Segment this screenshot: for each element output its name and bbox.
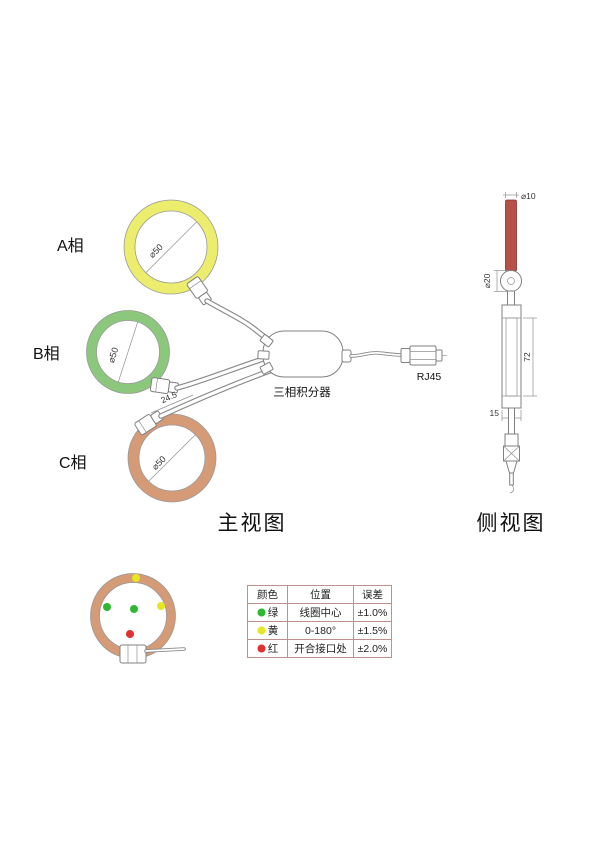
inlet-ferrule-c xyxy=(259,361,274,375)
phase-a-outer-edge xyxy=(123,199,219,295)
phase-b-clamp xyxy=(149,377,179,395)
color-cell-red: 红 xyxy=(247,639,288,658)
rod-diameter-label: ⌀10 xyxy=(521,191,536,201)
col-header-tolerance: 误差 xyxy=(353,585,392,604)
phase-b-cable xyxy=(174,353,275,391)
rj45-label: RJ45 xyxy=(417,371,442,383)
yellow-dot-icon xyxy=(257,626,266,635)
side-taper xyxy=(505,460,518,474)
inlet-ferrule-b xyxy=(257,350,270,360)
rj45-boot xyxy=(400,348,411,363)
cable-core xyxy=(350,351,403,357)
side-body-inner xyxy=(505,317,518,397)
side-coil-section xyxy=(500,270,522,292)
phase-a-inner-edge xyxy=(134,210,208,284)
cal-cable-core xyxy=(145,648,185,652)
rj45-housing xyxy=(409,345,437,366)
cal-dot-yellow-top xyxy=(132,574,140,582)
clamp-body xyxy=(119,644,147,664)
clamp-body xyxy=(149,377,171,395)
side-lower-block xyxy=(504,433,519,447)
front-view-title: 主视图 xyxy=(217,512,287,535)
tolerance-cell: ±1.5% xyxy=(353,621,392,640)
tolerance-cell: ±1.0% xyxy=(353,603,392,622)
inlet-ferrule-a xyxy=(259,334,274,348)
side-tail-hook xyxy=(509,484,514,494)
phase-b-diameter-label: ⌀50 xyxy=(106,346,120,364)
phase-b-inner-edge xyxy=(96,320,160,384)
phase-a-diameter-label: ⌀50 xyxy=(147,242,165,260)
phase-c-inner-edge xyxy=(138,424,206,492)
color-name: 绿 xyxy=(267,607,279,619)
position-cell: 0-180° xyxy=(287,621,354,640)
phase-b-torus xyxy=(86,310,170,394)
phase-a-torus xyxy=(124,200,218,294)
cal-torus xyxy=(90,573,176,659)
phase-a-diameter-line xyxy=(145,221,197,273)
color-name: 红 xyxy=(267,643,279,655)
phase-c-label: C相 xyxy=(59,455,87,472)
color-name: 黄 xyxy=(267,625,279,637)
color-cell-yellow: 黄 xyxy=(247,621,288,640)
phase-b-outer-edge xyxy=(86,310,170,394)
phase-b-diameter-line xyxy=(117,321,139,383)
clamp-seam xyxy=(138,420,147,433)
phase-a-cable xyxy=(204,298,275,345)
cal-dot-green-center xyxy=(130,605,138,613)
position-cell: 线圈中心 xyxy=(287,603,354,622)
phase-c-diameter-label: ⌀50 xyxy=(150,454,168,472)
table-row-yellow: 黄 0-180° ±1.5% xyxy=(247,621,392,640)
col-header-position: 位置 xyxy=(287,585,354,604)
color-cell-green: 绿 xyxy=(247,603,288,622)
side-view: ⌀10 ⌀20 72 15 xyxy=(482,191,537,494)
connector-cross-line xyxy=(503,445,520,462)
cable-core xyxy=(175,354,274,390)
side-view-title: 侧视图 xyxy=(476,512,546,535)
phase-a-label: A相 xyxy=(57,238,84,255)
phase-b-label: B相 xyxy=(33,346,60,363)
phase-a-ring: ⌀50 xyxy=(123,199,219,295)
output-cable xyxy=(349,351,404,358)
phase-c-torus xyxy=(128,414,216,502)
position-cell: 开合接口处 xyxy=(287,639,354,658)
table-header-row: 颜色 位置 误差 xyxy=(247,585,392,604)
body-width-label: 15 xyxy=(490,408,500,418)
rj45-connector: RJ45 xyxy=(400,345,447,383)
side-coil-core xyxy=(507,277,515,285)
red-dot-icon xyxy=(257,644,266,653)
clamp-dim-line xyxy=(150,394,194,414)
body-length-label: 72 xyxy=(522,352,532,362)
table-row-green: 绿 线圈中心 ±1.0% xyxy=(247,603,392,622)
integrator-label: 三相积分器 xyxy=(273,386,331,399)
cable-core xyxy=(159,368,274,418)
phase-c-cable xyxy=(158,367,275,419)
side-body xyxy=(501,304,522,409)
phase-b-ring: ⌀50 xyxy=(86,310,170,394)
side-neck xyxy=(507,290,515,306)
cal-clamp xyxy=(119,644,147,664)
rj45-latch xyxy=(435,349,443,362)
tolerance-table: 颜色 位置 误差 绿 线圈中心 ±1.0% 黄 0-180° ±1.5% 红 开… xyxy=(247,585,392,658)
green-dot-icon xyxy=(257,608,266,617)
tolerance-cell: ±2.0% xyxy=(353,639,392,658)
cal-inner-edge xyxy=(99,582,167,650)
phase-c-diameter-line xyxy=(148,434,196,482)
clamp-seam xyxy=(189,280,202,289)
cal-dot-green-left xyxy=(103,603,111,611)
integrator-shell xyxy=(262,330,344,378)
cal-dot-red-interface xyxy=(126,630,134,638)
table-row-red: 红 开合接口处 ±2.0% xyxy=(247,639,392,658)
calibration-ring xyxy=(90,573,186,664)
integrator-body xyxy=(257,330,352,378)
clamp-seam xyxy=(155,378,158,393)
side-tail xyxy=(509,472,514,486)
coil-diameter-label: ⌀20 xyxy=(482,273,492,288)
cal-dot-yellow-right xyxy=(157,602,165,610)
col-header-color: 颜色 xyxy=(247,585,288,604)
side-rod xyxy=(505,199,517,272)
side-lower-stem xyxy=(508,407,515,435)
